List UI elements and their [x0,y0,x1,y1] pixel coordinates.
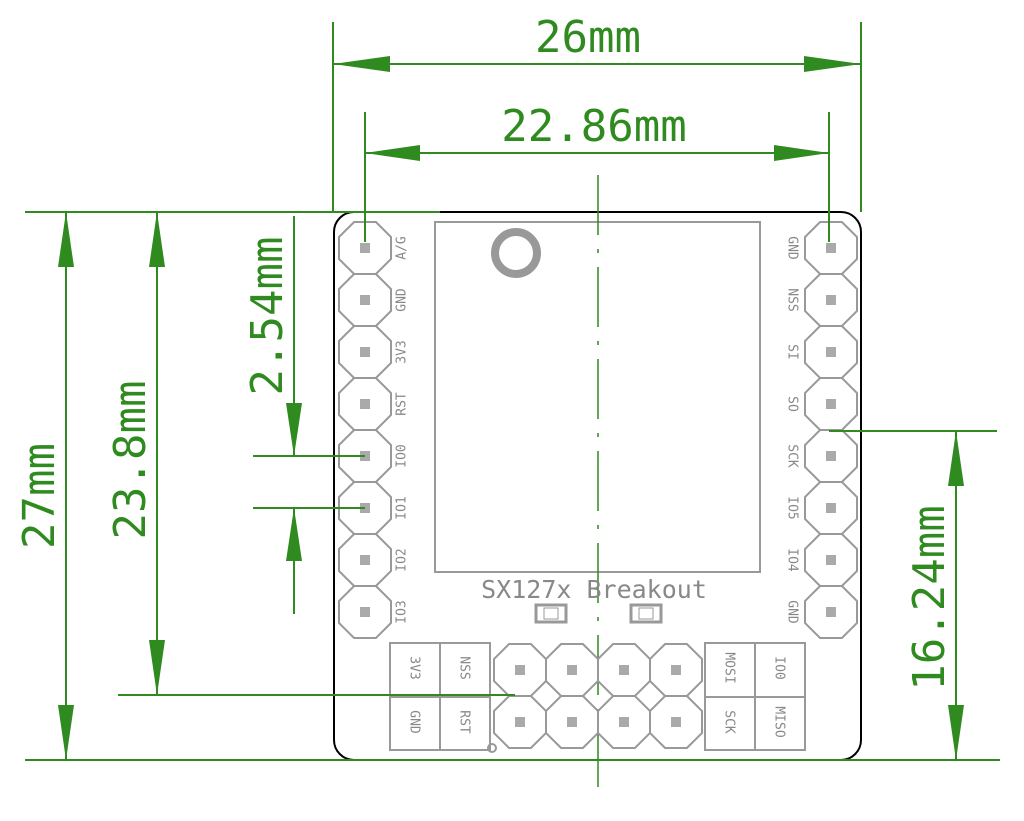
pad-square [360,399,370,409]
dimension-2-54mm: 2.54mm [242,216,365,614]
left-header-label: RST [395,392,410,416]
pin-label-io0: IO0 [772,656,787,679]
dimension-label-26mm: 26mm [535,12,641,63]
bottom-header-pad [545,643,599,697]
bottom-header-pad [649,643,703,697]
bottom-header-pad [493,695,547,749]
dimension-label-27mm: 27mm [14,443,65,549]
left-header-pad [338,585,392,639]
dimension-22-86mm: 22.86mm [364,101,830,242]
dimension-label-23-8mm: 23.8mm [105,381,156,540]
pad-square [826,555,836,565]
right-header-label: NSS [785,288,800,311]
left-header-label: IO0 [395,444,410,467]
pad-square [826,451,836,461]
pin-label-nss: NSS [457,656,472,679]
right-header-label: SCK [785,444,800,468]
board-title: SX127x Breakout [481,575,707,604]
right-header-label: SI [785,344,800,360]
bottom-right-label-box: MOSI IO0 SCK MISO [704,642,806,751]
pin-label-sck: SCK [722,710,737,734]
pad-square [671,665,681,675]
left-header-label: GND [395,288,410,312]
left-header-pad [338,273,392,327]
right-header-pad [804,273,858,327]
pad-square [619,717,629,727]
pin-label-rst: RST [457,710,472,734]
right-header-label: SO [785,396,800,412]
pin-label-3v3: 3V3 [407,656,422,679]
bottom-header-pad [649,695,703,749]
pad-square [826,243,836,253]
pad-square [826,399,836,409]
pad-square [567,665,577,675]
pad-square [619,665,629,675]
pad-square [826,607,836,617]
pin1-dot-bottom [487,743,497,753]
right-header-label: GND [785,236,800,260]
left-header-label: 3V3 [395,340,410,363]
pad-square [826,347,836,357]
pad-square [515,665,525,675]
solder-jumper-left [534,603,568,624]
pad-square [360,607,370,617]
left-header-label: IO1 [395,496,410,519]
pad-square [360,555,370,565]
dimension-label-2-54mm: 2.54mm [242,237,293,396]
pad-square [671,717,681,727]
pad-square [360,243,370,253]
dimension-16-24mm: 16.24mm [829,430,997,760]
bottom-left-label-box: 3V3 NSS GND RST [389,642,491,751]
right-header-label: IO5 [785,496,800,519]
pin-label-gnd: GND [407,710,422,734]
dimension-27mm: 27mm [14,211,1000,761]
left-header-pad [338,533,392,587]
dimension-label-16-24mm: 16.24mm [904,505,955,690]
bottom-header-pad [597,643,651,697]
pad-square [360,347,370,357]
pad-square [360,295,370,305]
pad-square [515,717,525,727]
bottom-header-pad [493,643,547,697]
right-header-pad [804,481,858,535]
pad-square [826,295,836,305]
dimension-26mm: 26mm [332,12,862,212]
left-header-label: IO3 [395,600,410,623]
pin-label-miso: MISO [772,706,787,737]
bottom-header-pad [597,695,651,749]
left-header-label: IO2 [395,548,410,571]
right-header-pad [804,377,858,431]
right-header-pad [804,533,858,587]
pin-label-mosi: MOSI [722,652,737,683]
right-header-pad [804,221,858,275]
bottom-header [493,643,703,749]
right-header-pad [804,325,858,379]
right-header-label: IO4 [785,548,800,572]
pad-square [826,503,836,513]
left-header-label: A/G [395,236,410,260]
right-header-pad [804,429,858,483]
dimension-label-22-86mm: 22.86mm [501,101,686,152]
bottom-header-pad [545,695,599,749]
dimension-23-8mm: 23.8mm [105,212,515,696]
solder-jumper-right [629,603,663,624]
right-header-pad [804,585,858,639]
pin1-marker [491,228,541,278]
pad-square [567,717,577,727]
left-header-pad [338,325,392,379]
left-header-pad [338,377,392,431]
right-header-label: GND [785,600,800,624]
